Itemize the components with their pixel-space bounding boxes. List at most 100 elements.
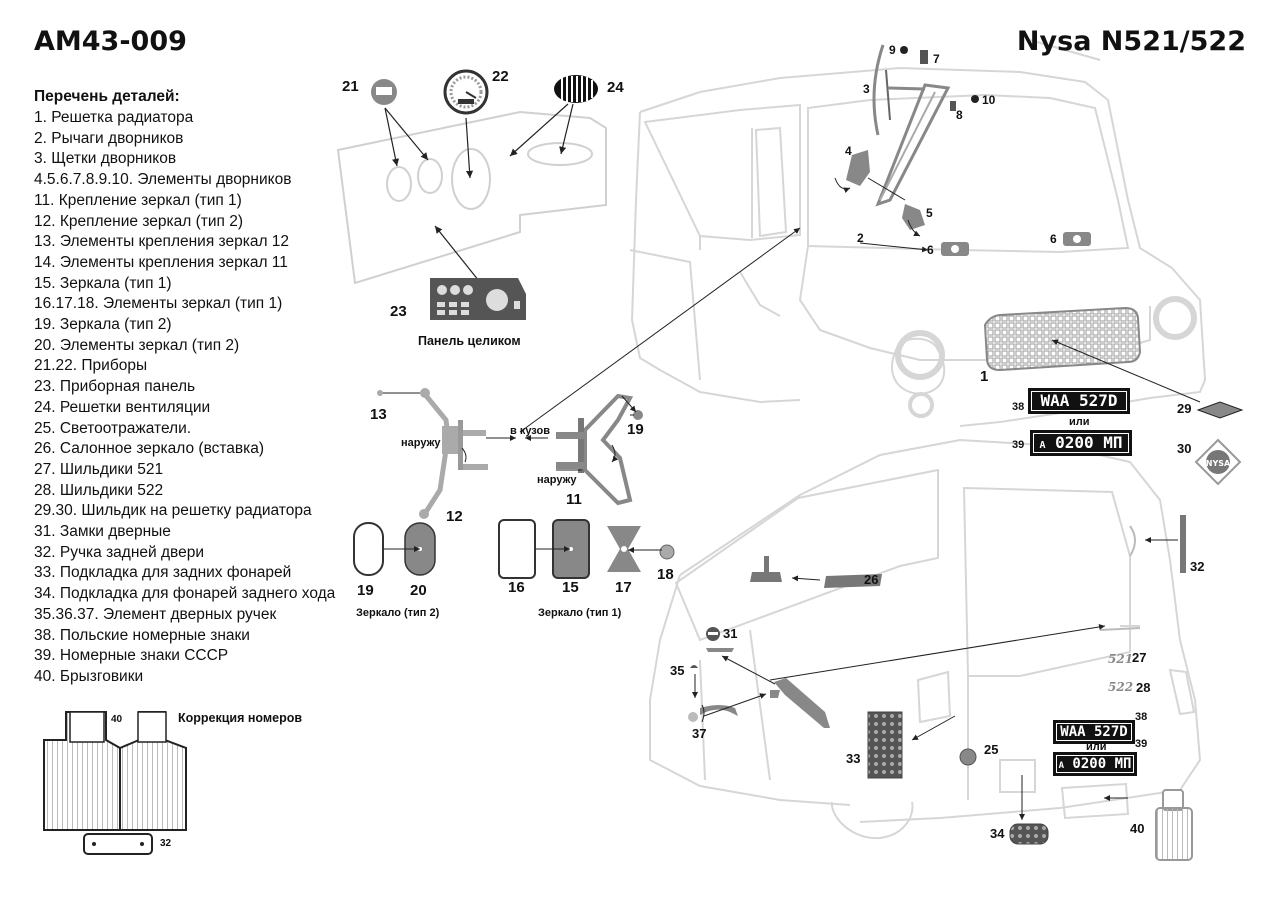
label-24: 24: [607, 79, 624, 96]
mirror-mount-11: [556, 393, 634, 506]
label-40: 40: [1130, 821, 1145, 836]
label-30: 30: [1177, 441, 1192, 456]
label-34: 34: [990, 826, 1005, 841]
list-item: 26. Салонное зеркало (вставка): [34, 440, 265, 458]
label-35: 35: [670, 663, 685, 678]
ussr-plate-letter: A: [1058, 761, 1064, 771]
label-22: 22: [492, 68, 509, 85]
label-2: 2: [857, 231, 864, 245]
label-16: 16: [508, 579, 525, 596]
caption-or-front: или: [1069, 416, 1090, 428]
wiper-nozzle-6-right: [1063, 232, 1091, 246]
list-item: 29.30. Шильдик на решетку радиатора: [34, 502, 312, 520]
label-5: 5: [926, 206, 933, 220]
caption-outward-12: наружу: [401, 437, 441, 449]
label-39-rear: 39: [1135, 738, 1148, 750]
label-38-rear: 38: [1135, 711, 1148, 723]
label-19-mount: 19: [627, 421, 644, 438]
label-19: 19: [357, 582, 374, 599]
dashboard-outline: [336, 110, 607, 285]
svg-text:NYSA: NYSA: [1206, 459, 1231, 468]
wiper-nozzle-6-left: [941, 242, 969, 256]
caption-or-rear: или: [1086, 741, 1107, 753]
list-item: 35.36.37. Элемент дверных ручек: [34, 605, 277, 623]
label-37: 37: [692, 726, 707, 741]
caption-mirror-type2: Зеркало (тип 2): [356, 607, 440, 619]
ussr-plate-letter: A: [1039, 440, 1046, 451]
caption-outward-11: наружу: [537, 474, 577, 486]
label-4: 4: [845, 144, 852, 158]
label-15: 15: [562, 579, 579, 596]
ussr-plate-rear: A 0200 МП: [1053, 752, 1137, 776]
reverse-light-pad-34: [1009, 823, 1049, 845]
mirror-19: [353, 522, 384, 576]
caption-number-correction: Коррекция номеров: [178, 711, 303, 725]
label-7: 7: [933, 52, 940, 66]
list-item: 39. Номерные знаки СССР: [34, 647, 229, 665]
label-12: 12: [446, 508, 463, 525]
parts-list: 1. Решетка радиатора 2. Рычаги дворников…: [34, 108, 335, 688]
reflector-25: [959, 748, 977, 766]
label-32-mudflap: 32: [160, 838, 172, 849]
model-title: Nysa N521/522: [1016, 26, 1246, 57]
list-item: 4.5.6.7.8.9.10. Элементы дворников: [34, 171, 292, 189]
interior-mirror-26: [750, 556, 882, 588]
mudflap-40: [1155, 789, 1193, 861]
list-item: 27. Шильдики 521: [34, 460, 164, 478]
label-32: 32: [1190, 559, 1205, 574]
vent-grille-24-icon: [554, 75, 598, 103]
caption-panel-whole: Панель целиком: [418, 334, 521, 348]
label-29: 29: [1177, 401, 1192, 416]
label-20: 20: [410, 582, 427, 599]
mudflap-plate-32: [83, 833, 153, 855]
label-31: 31: [723, 626, 738, 641]
list-item: 1. Решетка радиатора: [34, 109, 194, 126]
label-18: 18: [657, 566, 674, 583]
polish-plate-front: WAA 527D: [1028, 388, 1130, 414]
label-1: 1: [980, 368, 989, 385]
label-33: 33: [846, 751, 861, 766]
dashboard-panel-23-icon: [430, 278, 526, 320]
door-handle-36-37: [688, 665, 830, 728]
list-item: 2. Рычаги дворников: [34, 129, 184, 147]
label-40-mudflap: 40: [111, 714, 123, 725]
label-38-front: 38: [1012, 401, 1025, 413]
list-item: 32. Ручка задней двери: [34, 543, 204, 561]
caption-into-body: в кузов: [510, 425, 550, 437]
grille-badge-29-icon: [1196, 401, 1244, 419]
list-item: 31. Замки дверные: [34, 523, 171, 541]
instrument-21-icon: [371, 79, 397, 105]
label-3: 3: [863, 82, 870, 96]
ussr-plate-number: 0200 МП: [1055, 433, 1123, 452]
caption-mirror-type1: Зеркало (тип 1): [538, 607, 622, 619]
label-21: 21: [342, 78, 359, 95]
mirror-element-18: [659, 544, 675, 560]
mirror-mount-12: [419, 388, 488, 519]
list-item: 11. Крепление зеркал (тип 1): [34, 191, 242, 209]
badge-521: 521: [1108, 652, 1134, 666]
list-item: 40. Брызговики: [34, 667, 144, 685]
label-28: 28: [1136, 680, 1151, 695]
rear-door-handle-32: [1180, 515, 1186, 573]
list-item: 24. Решетки вентиляции: [34, 398, 211, 416]
badge-522: 522: [1108, 680, 1134, 694]
label-27: 27: [1132, 650, 1147, 665]
list-item: 14. Элементы крепления зеркал 11: [34, 253, 288, 271]
label-13: 13: [370, 406, 387, 423]
list-item: 19. Зеркала (тип 2): [34, 316, 172, 334]
wiper-assembly: [834, 44, 979, 237]
list-item: 33. Подкладка для задних фонарей: [34, 564, 292, 582]
list-item: 13. Элементы крепления зеркал 12: [34, 233, 290, 251]
door-lock-31: [706, 627, 734, 652]
ussr-plate-number: 0200 МП: [1072, 756, 1132, 772]
label-17: 17: [615, 579, 632, 596]
radiator-grille-1: [983, 306, 1142, 372]
grille-badge-30-icon: NYSA: [1194, 438, 1242, 486]
label-11: 11: [566, 491, 582, 508]
list-item: 15. Зеркала (тип 1): [34, 274, 172, 292]
label-39-front: 39: [1012, 439, 1025, 451]
list-item: 28. Шильдики 522: [34, 481, 164, 499]
list-item: 16.17.18. Элементы зеркал (тип 1): [34, 295, 283, 313]
list-item: 20. Элементы зеркал (тип 2): [34, 336, 240, 354]
